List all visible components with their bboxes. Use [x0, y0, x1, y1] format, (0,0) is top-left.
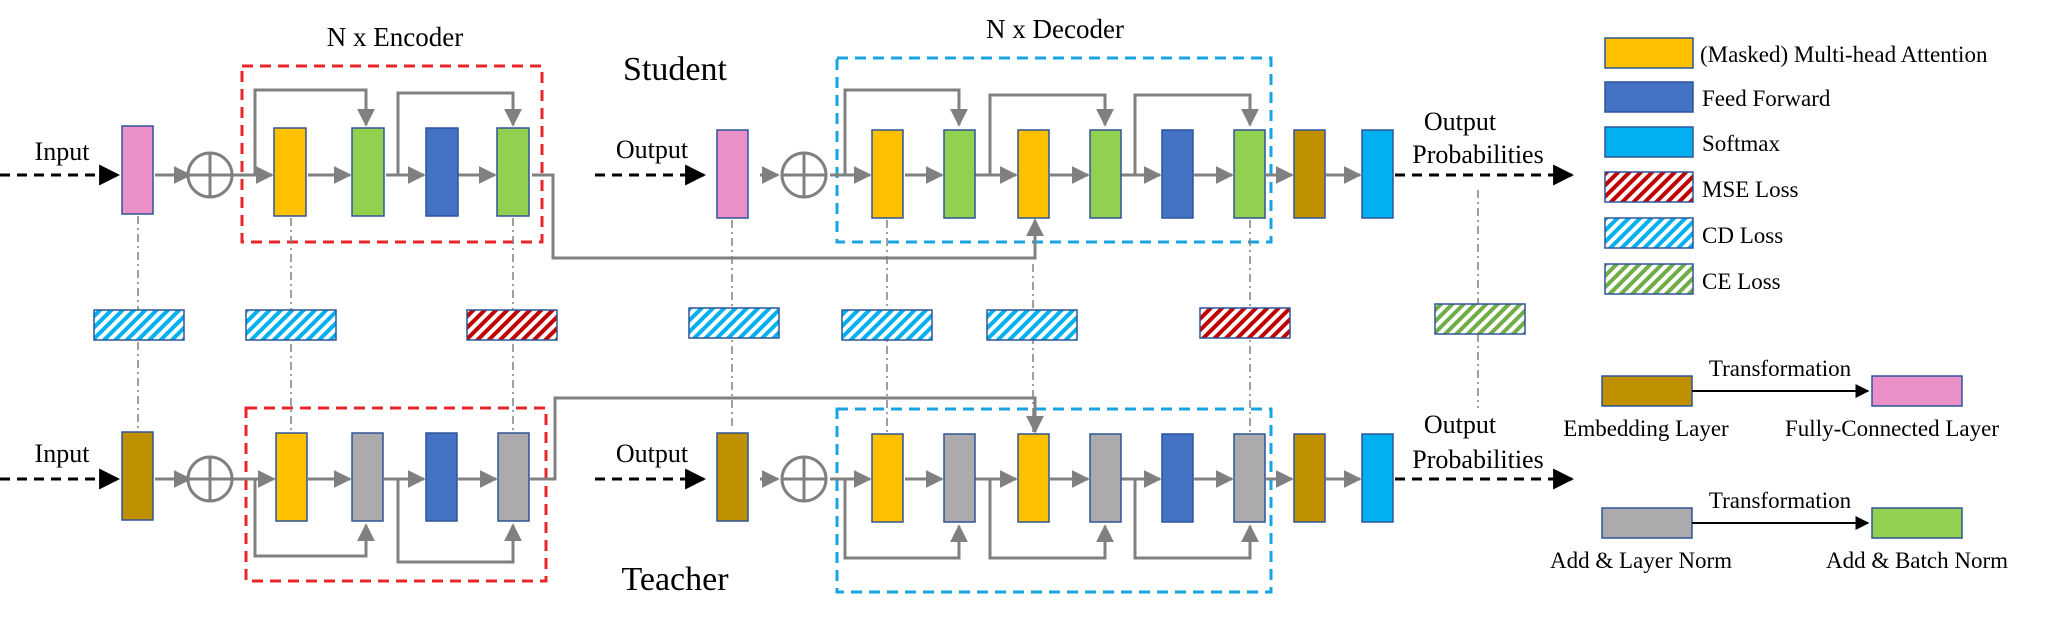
student-row: [0, 88, 1575, 260]
student-dec-batch-norm-1: [943, 129, 976, 219]
teacher-enc-layer-norm-2: [497, 432, 530, 522]
loss-connectors: [137, 190, 1479, 432]
teacher-decoder-add-icon: [780, 455, 828, 503]
teacher-prob-line1: Output: [1424, 410, 1497, 439]
legend-swatch-ce: [1604, 263, 1694, 295]
cd-loss-enc-attention: [245, 309, 337, 341]
legend-layer-norm-label: Add & Layer Norm: [1550, 548, 1732, 573]
legend-swatch-softmax: [1604, 126, 1694, 158]
student-enc-attention: [273, 127, 307, 217]
teacher-dec-layer-norm-1: [943, 433, 976, 523]
student-enc-feedforward: [425, 127, 459, 217]
decoder-title: N x Decoder: [986, 14, 1124, 44]
mse-loss-encoder: [466, 309, 558, 341]
teacher-enc-attention: [275, 432, 308, 522]
legend-transform2-label: Transformation: [1709, 488, 1852, 513]
student-dec-batch-norm-3: [1233, 129, 1266, 219]
student-dec-fc-layer: [716, 129, 749, 219]
encoder-title: N x Encoder: [327, 22, 463, 52]
legend-label-softmax: Softmax: [1702, 131, 1780, 156]
teacher-dec-layer-norm-2: [1089, 433, 1122, 523]
legend-batch-norm-label: Add & Batch Norm: [1826, 548, 2008, 573]
student-output-embedding: [1293, 129, 1326, 219]
teacher-decoder-box: [835, 407, 1273, 594]
legend-swatch-mse: [1604, 171, 1694, 203]
student-dec-feedforward: [1161, 129, 1194, 219]
legend-transform1-label: Transformation: [1709, 356, 1852, 381]
teacher-label: Teacher: [621, 561, 729, 598]
student-enc-batch-norm-1: [351, 127, 385, 217]
teacher-enc-layer-norm-1: [351, 432, 384, 522]
teacher-dec-attention-2: [1017, 433, 1050, 523]
student-input-label: Input: [35, 137, 91, 166]
student-dec-batch-norm-2: [1089, 129, 1122, 219]
legend-fc-label: Fully-Connected Layer: [1785, 416, 1999, 441]
student-enc-batch-norm-2: [496, 127, 530, 217]
student-dec-attention-1: [871, 129, 904, 219]
teacher-softmax: [1361, 433, 1394, 523]
cd-loss-dec-attention-1: [841, 309, 933, 341]
teacher-embedding: [121, 431, 154, 521]
legend-embedding-swatch: [1601, 375, 1693, 407]
legend-swatch-attention: [1604, 37, 1694, 69]
teacher-output-embedding: [1293, 433, 1326, 523]
student-fc-layer: [121, 125, 154, 215]
teacher-row: [0, 396, 1575, 564]
teacher-dec-feedforward: [1161, 433, 1194, 523]
legend-fc-swatch: [1871, 375, 1963, 407]
legend-swatch-feedforward: [1604, 81, 1694, 113]
legend-batch-norm-swatch: [1871, 507, 1963, 539]
legend: (Masked) Multi-head Attention Feed Forwa…: [1550, 37, 2008, 573]
legend-layer-norm-swatch: [1601, 507, 1693, 539]
student-encoder-box: [240, 64, 544, 244]
legend-label-mse: MSE Loss: [1702, 177, 1799, 202]
student-output-label: Output: [616, 135, 689, 164]
student-decoder-add-icon: [780, 151, 828, 199]
legend-label-cd: CD Loss: [1702, 223, 1783, 248]
student-dec-attention-2: [1017, 129, 1050, 219]
student-encoder-add-icon: [186, 151, 234, 199]
teacher-dec-embedding: [716, 432, 749, 522]
mse-loss-decoder: [1199, 307, 1291, 339]
teacher-output-label: Output: [616, 439, 689, 468]
teacher-enc-feedforward: [425, 432, 458, 522]
teacher-dec-attention-1: [871, 433, 904, 523]
teacher-dec-layer-norm-3: [1233, 433, 1266, 523]
teacher-prob-line2: Probabilities: [1412, 445, 1543, 474]
legend-label-ce: CE Loss: [1702, 269, 1781, 294]
legend-swatch-cd: [1604, 217, 1694, 249]
student-prob-line2: Probabilities: [1412, 140, 1543, 169]
legend-label-attention: (Masked) Multi-head Attention: [1700, 42, 1988, 67]
cd-loss-dec-embedding: [688, 307, 780, 339]
teacher-encoder-add-icon: [186, 455, 234, 503]
student-softmax: [1361, 129, 1394, 219]
teacher-input-label: Input: [35, 439, 91, 468]
ce-loss-output: [1434, 303, 1526, 335]
cd-loss-embedding: [93, 309, 185, 341]
student-decoder-box: [835, 56, 1273, 244]
cd-loss-dec-attention-2: [986, 309, 1078, 341]
student-label: Student: [623, 51, 727, 88]
legend-embedding-label: Embedding Layer: [1563, 416, 1729, 441]
legend-label-feedforward: Feed Forward: [1702, 86, 1831, 111]
student-prob-line1: Output: [1424, 107, 1497, 136]
teacher-encoder-box: [244, 406, 548, 583]
